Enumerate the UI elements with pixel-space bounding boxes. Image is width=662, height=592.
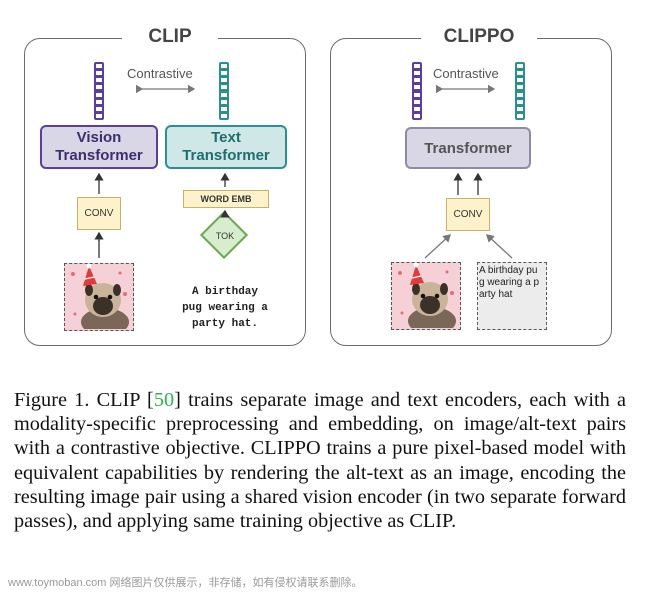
clip-title: CLIP	[122, 26, 218, 48]
clip-pug-image	[64, 263, 134, 331]
watermark: www.toymoban.com 网络图片仅供展示，非存储，如有侵权请联系删除。	[8, 577, 363, 589]
clippo-rendered-text-image: A birthday pu g wearing a p arty hat	[477, 262, 547, 330]
clip-text-embedding	[219, 62, 229, 120]
clippo-text-embedding	[515, 62, 525, 120]
vision-transformer-block: Vision Transformer	[40, 125, 158, 169]
citation-link[interactable]: 50	[153, 389, 175, 411]
clippo-image-embedding	[412, 62, 422, 120]
clippo-title: CLIPPO	[421, 26, 537, 48]
clippo-conv-block: CONV	[446, 198, 490, 231]
word-emb-block: WORD EMB	[183, 190, 269, 208]
text-transformer-block: Text Transformer	[165, 125, 287, 169]
clippo-contrastive-label: Contrastive	[433, 66, 499, 81]
clip-contrastive-label: Contrastive	[127, 66, 193, 81]
clippo-pug-image	[391, 262, 461, 330]
clip-conv-block: CONV	[77, 197, 121, 230]
clip-alt-text: A birthday pug wearing a party hat.	[182, 286, 268, 330]
clip-image-embedding	[94, 62, 104, 120]
clippo-rendered-text: A birthday pu g wearing a p arty hat	[479, 265, 540, 300]
clippo-transformer-block: Transformer	[405, 127, 531, 169]
figure-caption: Figure 1. CLIP [50] trains separate imag…	[14, 389, 626, 533]
tok-label: TOK	[215, 231, 235, 241]
